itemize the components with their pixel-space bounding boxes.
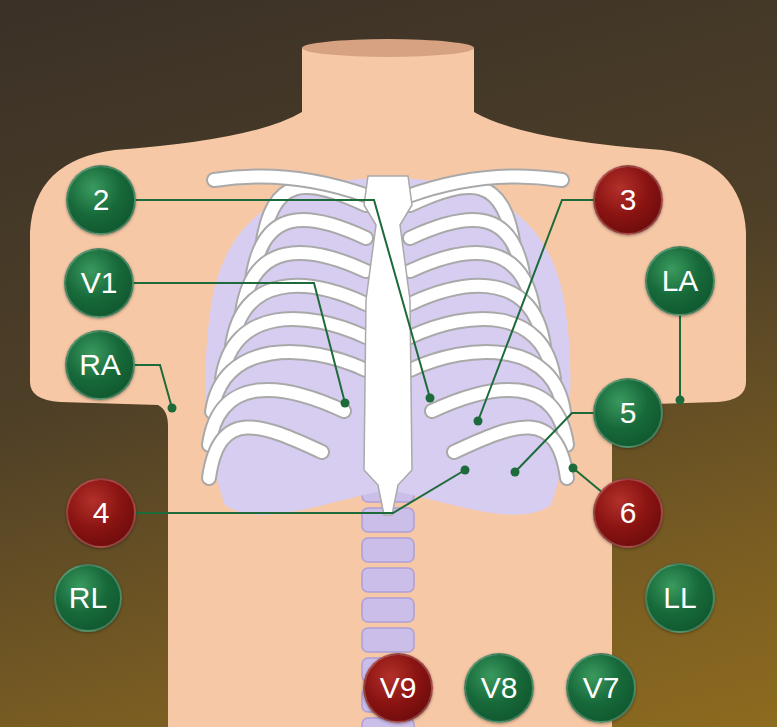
electrode-label: 3 — [620, 185, 637, 215]
electrode-circle: LA — [645, 246, 715, 316]
sternum — [364, 176, 412, 515]
vertebra — [362, 538, 414, 562]
electrode-label: 2 — [93, 185, 110, 215]
electrode-label: V1 — [81, 268, 118, 298]
electrode-label: V8 — [481, 673, 518, 703]
electrode-circle: LL — [645, 563, 715, 633]
electrode-label: LL — [663, 583, 696, 613]
electrode-label: V9 — [380, 673, 417, 703]
electrode-circle: RA — [65, 330, 135, 400]
electrode-circle: 4 — [66, 478, 136, 548]
rib — [209, 427, 322, 478]
electrode-label: 5 — [620, 398, 637, 428]
torso-body — [30, 48, 746, 727]
electrode-circle: V1 — [64, 248, 134, 318]
electrode-label: RA — [79, 350, 121, 380]
electrode-label: V7 — [583, 673, 620, 703]
electrode-circle: V9 — [363, 653, 433, 723]
electrode-circle: V7 — [566, 653, 636, 723]
electrode-circle: V8 — [464, 653, 534, 723]
vertebra — [362, 568, 414, 592]
electrode-label: 6 — [620, 498, 637, 528]
electrode-label: 4 — [93, 498, 110, 528]
electrode-label: RL — [69, 583, 107, 613]
electrode-circle: 2 — [66, 165, 136, 235]
leader-lines — [134, 200, 680, 513]
electrode-circle: 6 — [593, 478, 663, 548]
rib-outline — [209, 427, 322, 478]
electrode-circle: RL — [54, 564, 122, 632]
electrode-label: LA — [662, 266, 699, 296]
vertebra — [362, 598, 414, 622]
electrode-circle: 3 — [593, 165, 663, 235]
neck-top — [302, 39, 474, 57]
vertebra — [362, 628, 414, 652]
electrode-circle: 5 — [593, 378, 663, 448]
